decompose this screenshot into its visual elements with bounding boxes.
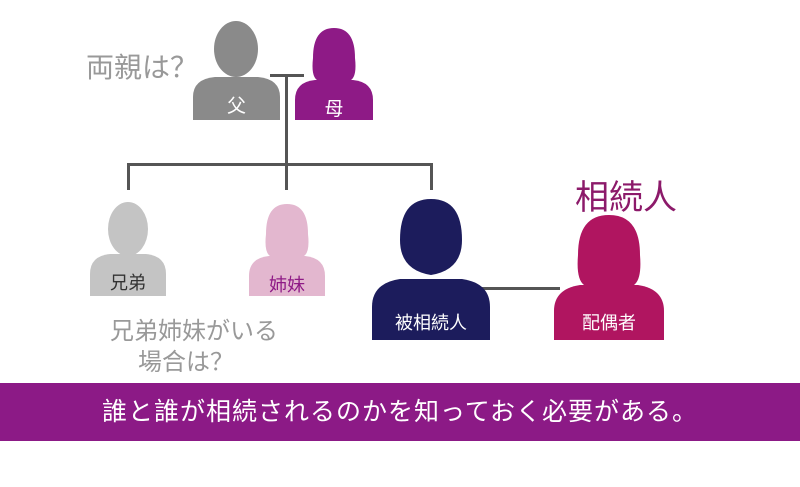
father-figure: 父 xyxy=(193,17,280,120)
mother-figure: 母 xyxy=(295,28,373,120)
deceased-label: 被相続人 xyxy=(395,313,467,334)
deceased-figure: 被相続人 xyxy=(372,195,490,340)
sister-figure: 姉妹 xyxy=(249,204,325,296)
person-male-icon xyxy=(193,21,280,120)
spouse-label: 配偶者 xyxy=(582,313,636,334)
person-male-icon xyxy=(372,199,490,340)
brother-figure: 兄弟 xyxy=(90,200,166,296)
heir-heading: 相続人 xyxy=(575,178,677,218)
summary-banner-text: 誰と誰が相続されるのかを知っておく必要がある。 xyxy=(101,397,698,426)
brother-label: 兄弟 xyxy=(110,273,146,294)
siblings-question-line2: 場合は？ xyxy=(138,348,234,376)
deceased-drop-line xyxy=(430,163,433,190)
summary-banner: 誰と誰が相続されるのかを知っておく必要がある。 xyxy=(0,383,800,441)
person-female-icon xyxy=(295,28,373,120)
parents-descent-line xyxy=(285,76,288,166)
person-female-icon xyxy=(249,204,325,296)
mother-label: 母 xyxy=(324,98,344,120)
parents-question: 両親は？ xyxy=(86,51,199,84)
parents-marriage-line xyxy=(270,74,304,77)
spouse-figure: 配偶者 xyxy=(554,213,664,340)
brother-drop-line xyxy=(127,163,130,190)
sister-drop-line xyxy=(285,163,288,190)
person-female-icon xyxy=(554,215,664,340)
siblings-question-line1: 兄弟姉妹がいる xyxy=(110,317,278,345)
person-male-icon xyxy=(90,202,166,296)
sister-label: 姉妹 xyxy=(269,275,305,296)
siblings-bracket-line xyxy=(127,163,433,166)
spouse-marriage-line xyxy=(480,287,560,290)
father-label: 父 xyxy=(226,95,246,117)
